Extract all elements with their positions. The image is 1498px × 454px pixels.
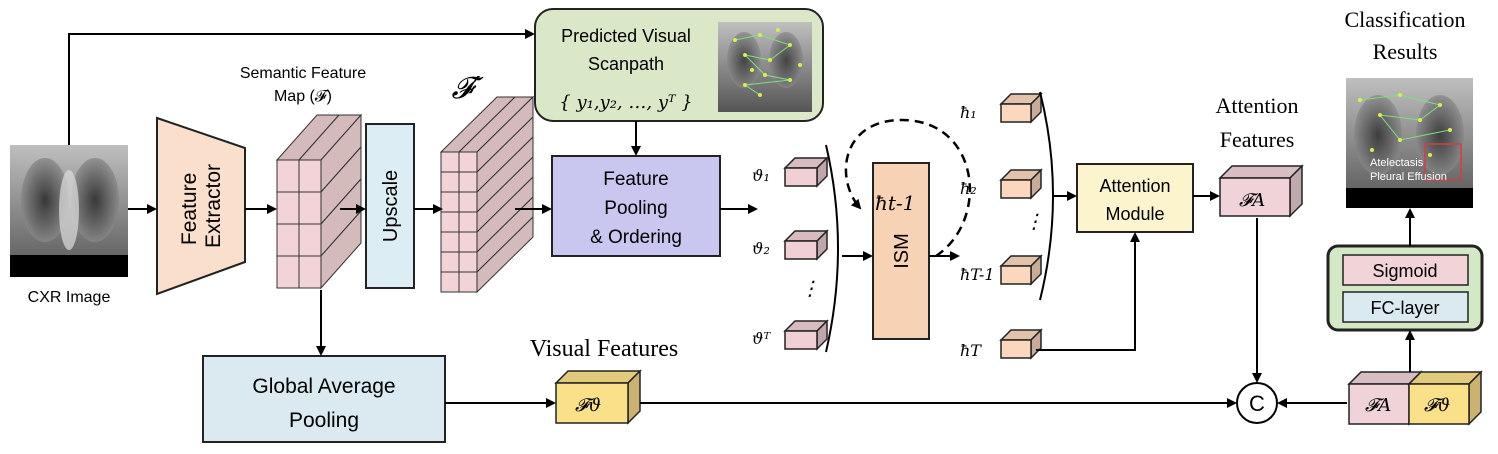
results-title-1: Classification	[1345, 7, 1466, 32]
concat-right-symbol: 𝓕ϑ	[1424, 395, 1450, 416]
semantic-feature-map-grid	[275, 113, 363, 290]
scanpath-sequence: { y₁,y₂, …, yᵀ }	[559, 92, 692, 113]
ism-hidden-state-label: ħt-1	[875, 191, 915, 215]
fc-layer	[1342, 291, 1469, 323]
h-vector-1	[999, 92, 1043, 124]
attention-features-cube: 𝓕A	[1218, 164, 1304, 218]
cxr-input-image	[10, 145, 128, 277]
attention-features-title-1: Attention	[1215, 93, 1298, 118]
upscaled-map-label: 𝓕′	[452, 71, 485, 106]
semantic-map-title-2: Map (𝓕)	[274, 88, 332, 105]
upscaled-feature-map-grid	[439, 95, 535, 294]
upscale-block	[365, 123, 415, 289]
hidden-state-vectors: ħ₁ ħ₂ ⋮ ħT-1 ħT	[960, 92, 1044, 360]
concat-right-box	[1407, 370, 1483, 426]
pooled-feature-vectors: ϑ₁ ϑ₂ ⋮ ϑᵀ	[752, 156, 829, 351]
results-thumbnail	[1346, 78, 1473, 208]
pooling-label-1: Feature	[603, 169, 668, 190]
visual-feature-box	[554, 369, 642, 425]
feature-extractor-block	[156, 116, 246, 296]
visual-features-title: Visual Features	[530, 336, 679, 362]
h-label-4: ħT-1	[960, 265, 995, 284]
finding-pleural-effusion: Pleural Effusion	[1370, 171, 1447, 183]
sigmoid-layer	[1342, 254, 1469, 286]
ism-recurrent-loop	[844, 118, 972, 258]
attention-module-block	[1076, 163, 1194, 233]
visual-features-cube: 𝓕ϑ	[554, 369, 642, 425]
theta-vector-1	[783, 156, 829, 188]
scanpath-title-1: Predicted Visual	[561, 26, 691, 46]
attention-feature-symbol: 𝓕A	[1239, 190, 1265, 211]
connectors	[68, 29, 1415, 408]
h-vector-4	[999, 254, 1043, 286]
feature-pooling-ordering-block	[551, 155, 721, 257]
theta-bracket	[825, 144, 839, 353]
scanpath-title-2: Scanpath	[588, 54, 664, 74]
theta-label-1: ϑ₁	[752, 166, 770, 185]
h-bracket	[1039, 91, 1054, 301]
theta-label-4: ϑᵀ	[752, 329, 771, 348]
theta-vector-2	[783, 229, 829, 261]
h-label-1: ħ₁	[960, 103, 977, 122]
theta-label-2: ϑ₂	[752, 239, 770, 258]
h-vector-last	[999, 328, 1043, 360]
concat-symbol: C	[1249, 391, 1265, 416]
pooling-label-2: Pooling	[604, 198, 667, 219]
attention-feature-box	[1218, 164, 1304, 218]
feature-extractor-label: Feature Extractor	[178, 164, 225, 248]
global-average-pooling-block	[202, 355, 446, 443]
concatenated-features: 𝓕A 𝓕ϑ	[1347, 370, 1483, 426]
gap-label-2: Pooling	[289, 409, 359, 432]
concat-left-symbol: 𝓕A	[1365, 395, 1391, 416]
attention-module-label-2: Module	[1105, 204, 1164, 224]
cxr-image-label: CXR Image	[28, 289, 111, 306]
ism-label: ISM	[891, 233, 913, 269]
attention-features-title-2: Features	[1220, 127, 1295, 152]
attention-module-label-1: Attention	[1099, 176, 1170, 196]
h-label-2: ħ₂	[960, 179, 977, 198]
ism-block	[872, 162, 930, 340]
h-ellipsis: ⋮	[1024, 209, 1044, 233]
finding-atelectasis: Atelectasis	[1370, 157, 1424, 169]
theta-vector-4	[783, 319, 829, 351]
sigmoid-label: Sigmoid	[1372, 261, 1437, 281]
fc-layer-label: FC-layer	[1370, 298, 1439, 318]
theta-ellipsis: ⋮	[800, 276, 820, 300]
semantic-map-title-1: Semantic Feature	[240, 65, 366, 82]
pooling-label-3: & Ordering	[590, 227, 682, 248]
scanpath-thumbnail	[718, 22, 812, 112]
results-title-2: Results	[1373, 39, 1438, 64]
visual-feature-symbol: 𝓕ϑ	[575, 395, 601, 416]
upscale-label: Upscale	[380, 170, 402, 242]
h-label-last: ħT	[960, 341, 982, 360]
gap-label-1: Global Average	[252, 375, 395, 398]
h-vector-2	[999, 168, 1043, 200]
